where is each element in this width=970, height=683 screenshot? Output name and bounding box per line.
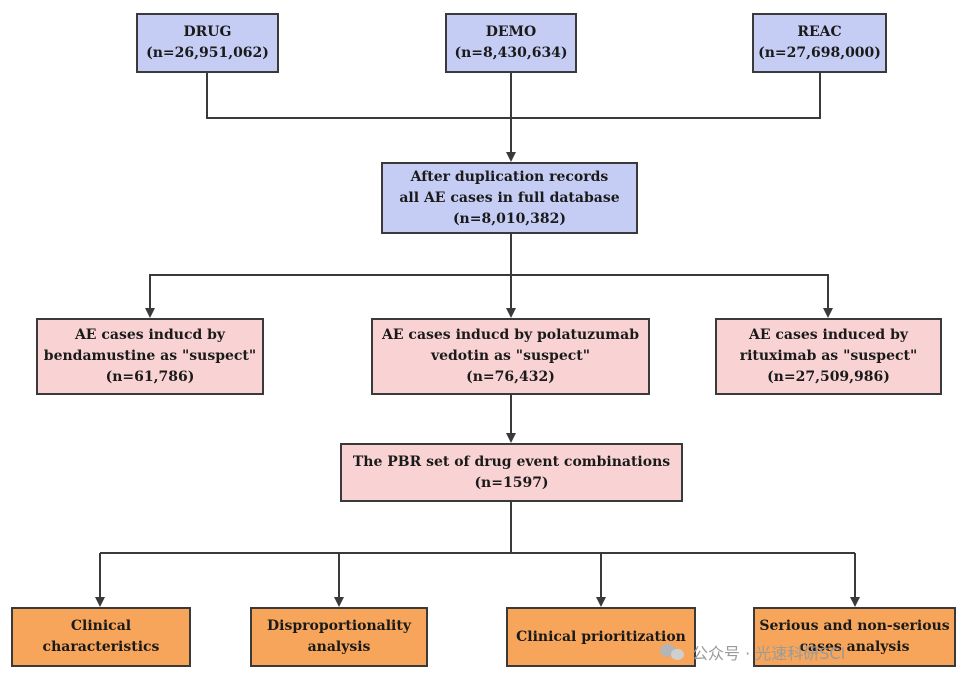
- bendamustine-count: (n=61,786): [105, 369, 195, 385]
- drug-count: (n=26,951,062): [146, 45, 269, 61]
- line-split-right: [511, 274, 833, 318]
- dispro-line-1: Disproportionality: [267, 618, 411, 634]
- pbr-count: (n=1597): [474, 474, 549, 491]
- clinical-line-1: Clinical: [70, 618, 132, 634]
- demo-box: DEMO (n=8,430,634): [445, 13, 577, 73]
- dedup-line-2: all AE cases in full database: [399, 189, 620, 206]
- rituximab-line-1: AE cases induced by: [748, 327, 908, 343]
- reac-count: (n=27,698,000): [758, 45, 881, 61]
- clinical-line-2: characteristics: [42, 639, 160, 655]
- rituximab-line-2: rituximab as "suspect": [739, 348, 918, 364]
- demo-label: DEMO: [485, 24, 537, 40]
- reac-label: REAC: [797, 24, 842, 40]
- pbr-box: The PBR set of drug event combinations (n…: [340, 443, 683, 502]
- pbr-line-1: The PBR set of drug event combinations: [352, 453, 671, 470]
- polatuzumab-line-1: AE cases inducd by polatuzumab: [382, 327, 639, 343]
- serious-cases-box: Serious and non-serious cases analysis: [753, 607, 956, 667]
- dedup-line-1: After duplication records: [410, 168, 609, 185]
- bendamustine-box: AE cases inducd by bendamustine as "suspe…: [36, 318, 264, 395]
- drug-label: DRUG: [183, 24, 232, 40]
- demo-count: (n=8,430,634): [454, 45, 568, 61]
- serious-line-1: Serious and non-serious: [759, 618, 950, 634]
- dispro-line-2: analysis: [307, 639, 371, 655]
- clinical-prioritization-box: Clinical prioritization: [506, 607, 696, 667]
- reac-box: REAC (n=27,698,000): [752, 13, 887, 73]
- bendamustine-line-2: bendamustine as "suspect": [43, 348, 257, 364]
- watermark-text: 公众号 · 光速科研SCI: [692, 644, 846, 663]
- bendamustine-line-1: AE cases inducd by: [74, 327, 226, 343]
- serious-line-2: cases analysis: [799, 639, 910, 655]
- polatuzumab-line-2: vedotin as "suspect": [430, 348, 591, 364]
- dedup-count: (n=8,010,382): [452, 210, 567, 227]
- watermark: 公众号 · 光速科研SCI: [660, 640, 845, 664]
- disproportionality-box: Disproportionality analysis: [250, 607, 428, 667]
- line-drug: [206, 73, 511, 119]
- wechat-icon: [660, 642, 686, 662]
- line-reac: [511, 73, 821, 119]
- polatuzumab-count: (n=76,432): [466, 369, 555, 385]
- polatuzumab-box: AE cases inducd by polatuzumab vedotin as…: [371, 318, 650, 395]
- drug-box: DRUG (n=26,951,062): [136, 13, 279, 73]
- rituximab-count: (n=27,509,986): [767, 369, 890, 385]
- prioritization-line-1: Clinical prioritization: [516, 628, 686, 645]
- clinical-characteristics-box: Clinical characteristics: [11, 607, 191, 667]
- dedup-box: After duplication records all AE cases in…: [381, 162, 638, 234]
- line-split-left: [145, 274, 511, 318]
- rituximab-box: AE cases induced by rituximab as "suspect…: [715, 318, 942, 395]
